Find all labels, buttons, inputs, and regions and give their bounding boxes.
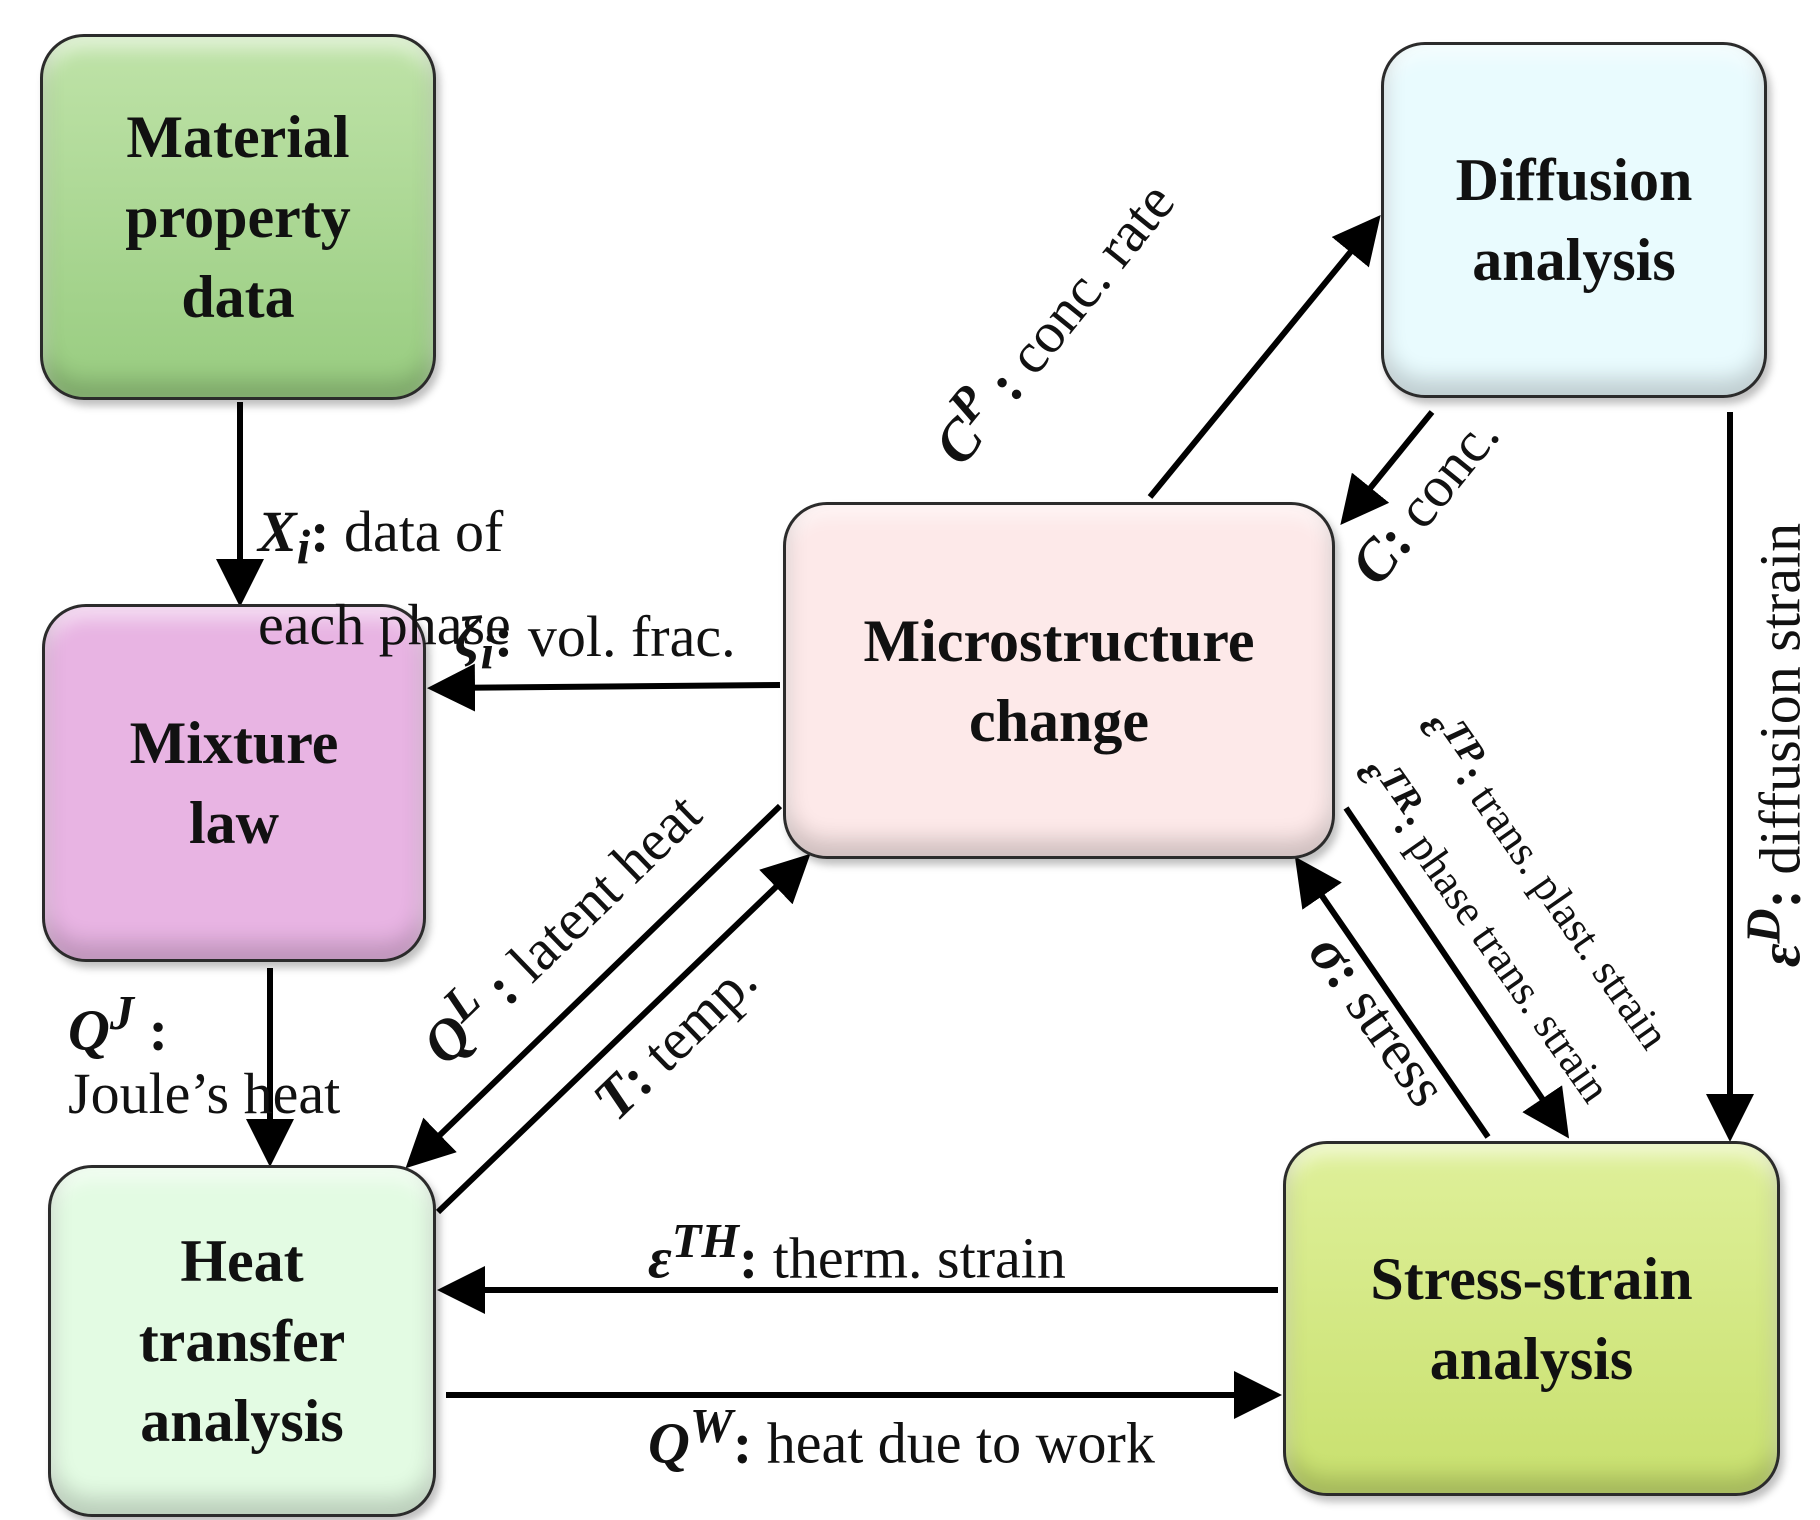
arrow-micro-to-diffusion <box>1147 215 1381 499</box>
arrow-micro-to-mixture <box>427 663 781 712</box>
label-eth-therm-strain: εTH: therm. strain <box>648 1215 1066 1291</box>
diffusion-analysis-title: Diffusion analysis <box>1455 147 1693 293</box>
diffusion-analysis-box: Diffusion analysis <box>1381 42 1767 398</box>
microstructure-change-box: Microstructure change <box>783 502 1335 859</box>
stress-strain-analysis-box: Stress-strain analysis <box>1283 1141 1780 1496</box>
label-zeta-vol-frac: ζi: vol. frac. <box>455 604 736 680</box>
microstructure-change-title: Microstructure change <box>863 607 1255 754</box>
material-property-data-title: Material property data <box>125 104 351 330</box>
label-joules-heat: Joule’s heat <box>68 1061 341 1126</box>
mixture-law-title: Mixture law <box>129 710 339 856</box>
arrow-stress-to-micro <box>1294 856 1491 1139</box>
stress-strain-analysis-title: Stress-strain analysis <box>1370 1245 1693 1392</box>
mixture-law-box: Mixture law <box>42 604 426 962</box>
heat-transfer-analysis-box: Heat transfer analysis <box>48 1165 436 1517</box>
label-qw-heat-due-to-work: QW: heat due to work <box>648 1400 1155 1476</box>
label-qj-symbol: QJ : <box>68 987 168 1063</box>
arrow-diffusion-to-micro <box>1340 410 1435 525</box>
material-property-data-box: Material property data <box>40 34 436 400</box>
arrow-heat-to-micro <box>435 853 811 1215</box>
label-xi-data-of-each-phase: Xi: data of each phase <box>258 499 511 657</box>
arrow-micro-to-heat <box>405 803 783 1169</box>
label-ed-diffusion-strain: εD: diffusion strain <box>1737 522 1813 968</box>
arrow-micro-to-stress <box>1343 806 1570 1139</box>
heat-transfer-analysis-title: Heat transfer analysis <box>138 1228 346 1454</box>
